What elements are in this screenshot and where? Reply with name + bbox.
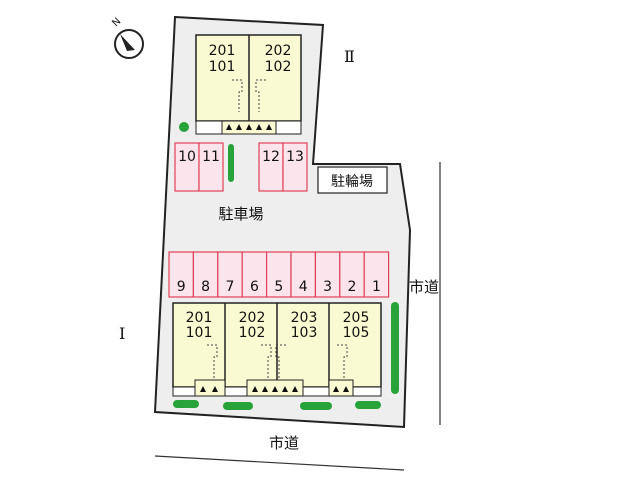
unit-label-upper: 202 [265,43,292,59]
hedge [228,144,234,182]
bicycle-parking-label: 駐輪場 [331,173,373,190]
parking-space-number: 7 [226,279,235,295]
bicycle-parking [317,166,388,194]
parking-space [241,251,268,298]
hedge [223,402,253,410]
building-1-label: Ⅰ [119,324,125,343]
parking-space [198,142,224,192]
compass-icon: N [110,16,144,59]
hedge [173,400,199,408]
building-1 [172,302,382,397]
parking-space-number: 12 [262,149,280,165]
parking-space-number: 10 [178,149,196,165]
hedge [391,302,399,394]
parking-space-number: 5 [274,279,283,295]
building-2 [195,34,302,135]
unit-label-lower: 102 [239,325,266,341]
unit-label-upper: 202 [239,310,266,326]
unit-label-lower: 105 [343,325,370,341]
parking-space [174,142,200,192]
building-2-label: Ⅱ [344,47,355,66]
unit-label-lower: 101 [186,325,213,341]
road-label-east: 市道 [409,278,439,296]
parking-space [314,251,341,298]
parking-space [363,251,390,298]
tree-icon [179,122,189,132]
parking-lot-label: 駐車場 [218,205,263,223]
parking-row-top [174,142,308,192]
parking-space [168,251,194,298]
hedge [355,401,381,409]
north-label: N [110,16,123,29]
unit-label-lower: 101 [209,59,236,75]
parking-space [339,251,365,298]
parking-space-number: 1 [372,279,381,295]
unit-label-lower: 103 [291,325,318,341]
hedge [300,402,332,410]
parking-space-number: 3 [323,279,332,295]
unit-label-upper: 201 [186,310,213,326]
parking-space [192,251,219,298]
unit-label-upper: 201 [209,43,236,59]
parking-space-number: 4 [299,279,308,295]
parking-space [258,142,284,192]
parking-space-number: 2 [348,279,357,295]
unit-label-upper: 203 [291,310,318,326]
road-edge-south [154,455,405,471]
parking-space [282,142,308,192]
parking-space-number: 8 [201,279,210,295]
unit-label-lower: 102 [265,59,292,75]
parking-space-number: 13 [286,149,304,165]
parking-space-number: 9 [177,279,186,295]
unit-label-upper: 205 [343,310,370,326]
parking-space-number: 6 [250,279,259,295]
road-label-south: 市道 [269,434,299,452]
parking-space-number: 11 [202,149,220,165]
